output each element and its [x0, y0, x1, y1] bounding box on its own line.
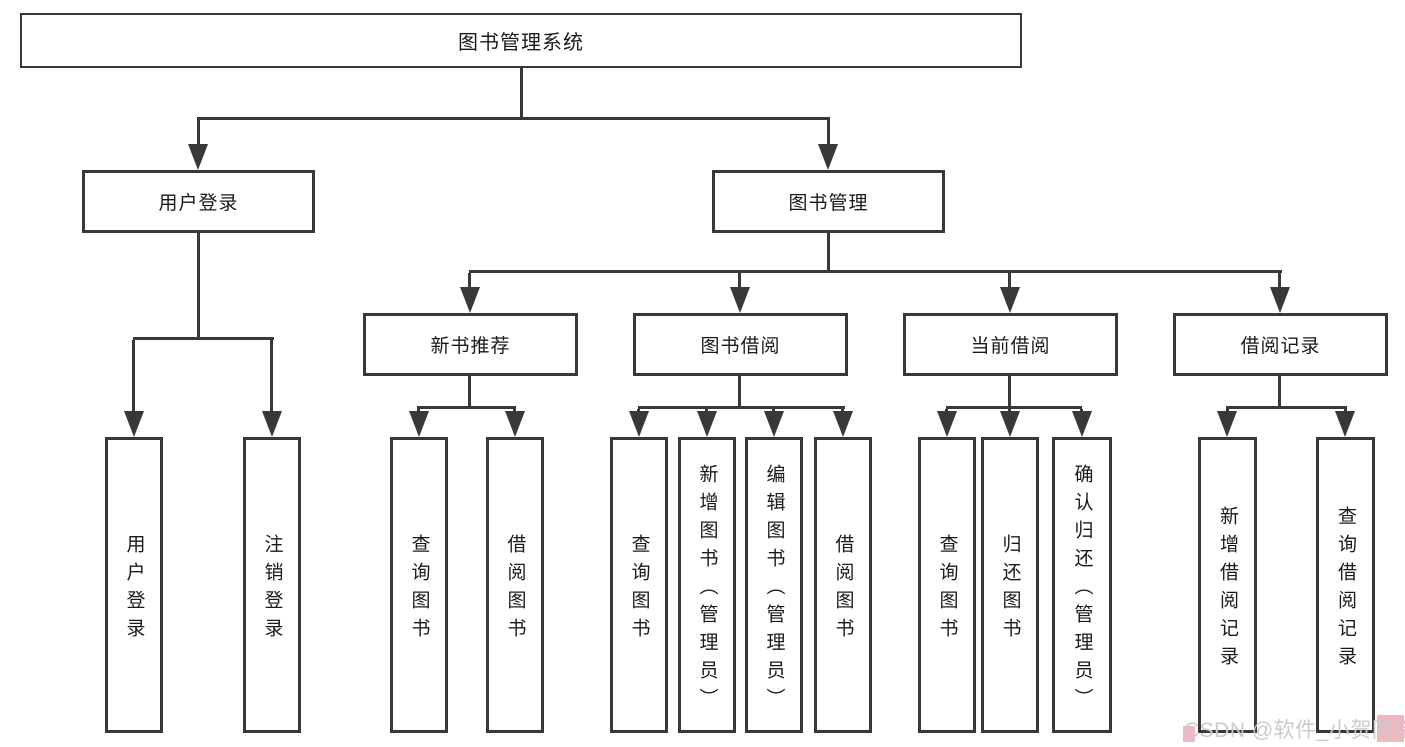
connector-drop-l3 [1008, 273, 1011, 289]
connector-bookmgmt-stem [827, 233, 830, 270]
node-label: 归还图书 [999, 533, 1021, 646]
arrow-down-icon [262, 411, 282, 437]
node-book-management: 图书管理 [712, 170, 945, 233]
connector-drop-l3 [738, 273, 741, 289]
node-label: 图书借阅 [700, 336, 781, 357]
connector-root-stem [520, 68, 523, 120]
arrow-down-icon [629, 411, 649, 437]
leaf-query-book-2: 查询图书 [610, 437, 668, 733]
connector-newbook-bar [417, 406, 516, 409]
leaf-borrow-book-1: 借阅图书 [486, 437, 544, 733]
watermark-highlight [1377, 715, 1404, 742]
node-label: 查询图书 [628, 533, 650, 646]
node-label: 借阅记录 [1240, 336, 1321, 357]
arrow-down-icon [409, 411, 429, 437]
connector-record-stem [1278, 376, 1281, 406]
arrow-down-icon [1270, 287, 1290, 313]
connector-drop-leaf [270, 340, 273, 412]
node-book-borrow: 图书借阅 [633, 313, 848, 376]
node-current-borrow: 当前借阅 [903, 313, 1118, 376]
connector-drop-l3 [1278, 273, 1281, 289]
leaf-edit-book-admin: 编辑图书（管理员） [745, 437, 803, 733]
arrow-down-icon [1072, 411, 1092, 437]
leaf-query-book-1: 查询图书 [390, 437, 448, 733]
connector-userlogin-stem [197, 233, 200, 337]
node-label: 注销登录 [261, 533, 283, 646]
connector-drop-user-login [197, 120, 200, 146]
node-label: 新增借阅记录 [1217, 505, 1238, 674]
node-label: 查询图书 [408, 533, 430, 646]
arrow-down-icon [937, 411, 957, 437]
node-label: 用户登录 [158, 193, 239, 214]
node-label: 当前借阅 [970, 336, 1051, 357]
leaf-add-book-admin: 新增图书（管理员） [678, 437, 736, 733]
node-label: 图书管理系统 [458, 32, 584, 54]
node-borrow-record: 借阅记录 [1173, 313, 1388, 376]
arrow-down-icon [1335, 411, 1355, 437]
connector-record-bar [1226, 406, 1347, 409]
arrow-down-icon [730, 287, 750, 313]
node-label: 借阅图书 [504, 533, 526, 646]
connector-drop-leaf [132, 340, 135, 412]
node-label: 查询图书 [936, 533, 958, 646]
arrow-down-icon [697, 411, 717, 437]
connector-bookmgmt-bar [469, 270, 1282, 273]
node-label: 编辑图书（管理员） [763, 463, 785, 716]
leaf-borrow-book-2: 借阅图书 [814, 437, 872, 733]
node-user-login: 用户登录 [82, 170, 315, 233]
arrow-down-icon [764, 411, 784, 437]
leaf-query-book-3: 查询图书 [918, 437, 976, 733]
node-label: 图书管理 [788, 193, 869, 214]
connector-userlogin-bar [133, 337, 274, 340]
arrow-down-icon [833, 411, 853, 437]
node-label: 确认归还（管理员） [1071, 463, 1093, 716]
connector-drop-book-mgmt [827, 120, 830, 146]
node-label: 查询借阅记录 [1335, 505, 1356, 674]
node-label: 新增图书（管理员） [696, 463, 718, 716]
leaf-add-borrow-record: 新增借阅记录 [1198, 437, 1257, 733]
connector-current-stem [1008, 376, 1011, 406]
leaf-confirm-return-admin: 确认归还（管理员） [1052, 437, 1112, 733]
arrow-down-icon [1217, 411, 1237, 437]
arrow-down-icon [818, 144, 838, 170]
connector-newbook-stem [468, 376, 471, 406]
arrow-down-icon [188, 144, 208, 170]
leaf-query-borrow-record: 查询借阅记录 [1316, 437, 1375, 733]
watermark-highlight [1183, 726, 1195, 742]
csdn-watermark: CSDN @软件_小贺同学 [1184, 719, 1405, 742]
node-label: 新书推荐 [430, 336, 511, 357]
connector-borrow-stem [738, 376, 741, 406]
arrow-down-icon [1000, 287, 1020, 313]
arrow-down-icon [1000, 411, 1020, 437]
leaf-logout: 注销登录 [243, 437, 301, 733]
connector-root-bar [197, 117, 830, 120]
connector-current-bar [946, 406, 1082, 409]
node-label: 用户登录 [123, 533, 145, 646]
node-new-book-recommend: 新书推荐 [363, 313, 578, 376]
arrow-down-icon [505, 411, 525, 437]
connector-borrow-bar [638, 406, 845, 409]
arrow-down-icon [124, 411, 144, 437]
node-root-system: 图书管理系统 [20, 13, 1022, 68]
leaf-user-login: 用户登录 [105, 437, 163, 733]
node-label: 借阅图书 [832, 533, 854, 646]
leaf-return-book: 归还图书 [981, 437, 1039, 733]
arrow-down-icon [460, 287, 480, 313]
connector-drop-l3 [468, 273, 471, 289]
